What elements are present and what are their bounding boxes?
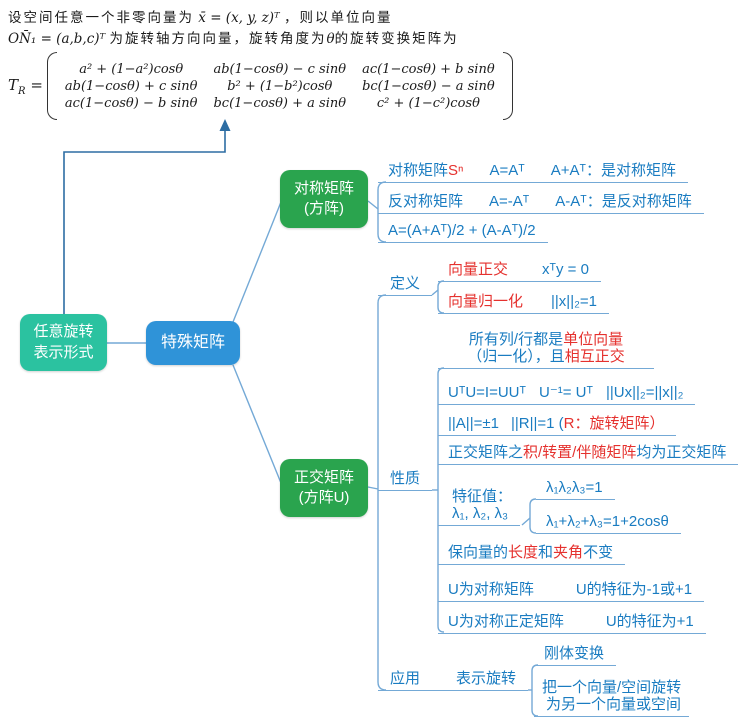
topic-text: 刚体变换: [544, 645, 605, 662]
topic-text: A=(A+Aᵀ)/2 + (A-Aᵀ)/2: [388, 222, 536, 239]
topic-text: 反对称矩阵: [388, 193, 464, 210]
topic-text: 为另一个向量或空间: [546, 696, 682, 713]
topic-rotate-vector-space[interactable]: 把一个向量/空间旋转 为另一个向量或空间: [534, 679, 690, 717]
topic-text: A=-Aᵀ: [489, 193, 530, 210]
topic-text: U的特征为-1或+1: [575, 581, 693, 598]
topic-preserve-length-angle[interactable]: 保向量的长度和夹角不变: [438, 544, 626, 565]
node-orthogonal-matrix[interactable]: 正交矩阵 (方阵U): [280, 459, 368, 517]
topic-rigid-transform[interactable]: 刚体变换: [534, 645, 617, 666]
topic-symmetric-sn[interactable]: 对称矩阵Sⁿ A=Aᵀ A+Aᵀ：是对称矩阵: [378, 162, 689, 183]
topic-text: 向量正交: [448, 261, 509, 278]
matrix-cell: ab(1−cosθ) + c sinθ: [64, 78, 198, 94]
topic-text: A=Aᵀ: [489, 162, 525, 179]
topic-text: λ₁λ₂λ₃=1: [546, 479, 603, 496]
topic-text: ||x||₂=1: [551, 293, 598, 310]
node-symmetric-matrix[interactable]: 对称矩阵 (方阵): [280, 170, 368, 228]
topic-text: λ₁+λ₂+λ₃=1+2cosθ: [546, 513, 669, 530]
right-paren: [502, 52, 513, 120]
topic-eigenvalue-product[interactable]: λ₁λ₂λ₃=1: [536, 479, 615, 500]
node-label: (方阵U): [298, 489, 350, 506]
topic-text: 正交矩阵之积/转置/伴随矩阵均为正交矩阵: [448, 444, 727, 461]
left-paren: [46, 52, 57, 120]
intro-text: ，则以单位向量: [284, 10, 393, 26]
matrix-cell: ac(1−cosθ) + b sinθ: [362, 61, 495, 77]
matrix-cells: a² + (1−a²)cosθ ab(1−cosθ) − c sinθ ac(1…: [57, 60, 503, 113]
topic-text: 特征值：: [452, 488, 513, 505]
topic-vector-normalized[interactable]: 向量归一化 ||x||₂=1: [438, 293, 610, 314]
matrix-cell: ac(1−cosθ) − b sinθ: [64, 95, 198, 111]
topic-vector-orthogonal[interactable]: 向量正交 xᵀy = 0: [438, 261, 601, 282]
node-label: 特殊矩阵: [160, 334, 225, 352]
rotation-matrix-formula: TR = a² + (1−a²)cosθ ab(1−cosθ) − c sinθ…: [8, 52, 513, 120]
matrix-cell: b² + (1−b²)cosθ: [227, 78, 333, 94]
intro-text: 的旋转变换矩阵为: [334, 31, 459, 47]
up-arrow-connector: [63, 129, 226, 314]
topic-utu-identity[interactable]: UᵀU=I=UUᵀ U⁻¹= Uᵀ ||Ux||₂=||x||₂: [438, 384, 696, 405]
matrix-cell: bc(1−cosθ) + a sinθ: [213, 95, 347, 111]
topic-eigenvalues[interactable]: 特征值： λ₁, λ₂, λ₃: [438, 488, 521, 526]
topic-text: A+Aᵀ：是对称矩阵: [550, 162, 677, 179]
intro-line-2: ON̄₁ = (a,b,c)ᵀ 为旋转轴方向向量，旋转角度为θ的旋转变换矩阵为: [8, 27, 459, 47]
topic-text: A-Aᵀ：是反对称矩阵: [555, 193, 692, 210]
topic-application[interactable]: 应用 表示旋转: [378, 670, 529, 691]
intro-text: 设空间任意一个非零向量为: [8, 10, 194, 26]
topic-text: ||A||=±1: [448, 415, 499, 432]
topic-text: U的特征为+1: [605, 613, 694, 630]
topic-text: 所有列/行都是单位向量: [468, 331, 624, 348]
topic-text: λ₁, λ₂, λ₃: [452, 505, 509, 522]
node-label: 正交矩阵: [293, 468, 354, 486]
topic-text: 应用: [390, 670, 421, 687]
topic-text: （归一化），且相互正交: [467, 348, 625, 365]
topic-antisymmetric[interactable]: 反对称矩阵 A=-Aᵀ A-Aᵀ：是反对称矩阵: [378, 193, 704, 214]
matrix-label: TR =: [8, 75, 43, 97]
node-rotation-representation[interactable]: 任意旋转 表示形式: [20, 314, 107, 371]
topic-text: U⁻¹= Uᵀ: [539, 384, 593, 401]
topic-text: 把一个向量/空间旋转: [542, 679, 682, 696]
intro-math-x: x̄ = (x, y, z)ᵀ: [194, 10, 285, 26]
topic-eigenvalue-sum[interactable]: λ₁+λ₂+λ₃=1+2cosθ: [536, 513, 681, 534]
matrix-cell: c² + (1−c²)cosθ: [376, 95, 480, 111]
topic-text: UᵀU=I=UUᵀ: [448, 384, 526, 401]
topic-text: ||Ux||₂=||x||₂: [606, 384, 684, 401]
arrowhead-icon: [219, 119, 231, 131]
topic-text: 向量归一化: [448, 293, 524, 310]
topic-definition[interactable]: 定义: [378, 275, 432, 296]
topic-properties[interactable]: 性质: [378, 470, 432, 491]
topic-product-transpose-adjoint[interactable]: 正交矩阵之积/转置/伴随矩阵均为正交矩阵: [438, 444, 739, 465]
topic-text: 保向量的长度和夹角不变: [448, 544, 614, 561]
matrix-cell: ab(1−cosθ) − c sinθ: [213, 61, 347, 77]
topic-u-symmetric[interactable]: U为对称矩阵 U的特征为-1或+1: [438, 581, 705, 602]
topic-text: 表示旋转: [456, 670, 517, 687]
topic-decomposition[interactable]: A=(A+Aᵀ)/2 + (A-Aᵀ)/2: [378, 222, 548, 243]
node-label: (方阵): [304, 200, 344, 217]
topic-unit-vectors[interactable]: 所有列/行都是单位向量 （归一化），且相互正交: [438, 331, 654, 369]
node-special-matrix[interactable]: 特殊矩阵: [146, 321, 240, 365]
intro-math-on: ON̄₁ = (a,b,c)ᵀ: [8, 31, 110, 47]
node-label: 对称矩阵: [293, 179, 354, 197]
matrix-cell: bc(1−cosθ) − a sinθ: [362, 78, 495, 94]
topic-determinant[interactable]: ||A||=±1 ||R||=1 (R：旋转矩阵）: [438, 415, 677, 436]
node-label: 任意旋转: [33, 323, 94, 341]
intro-text: 为旋转轴方向向量，旋转角度为: [109, 31, 327, 47]
matrix-cell: a² + (1−a²)cosθ: [79, 61, 184, 77]
topic-text: ||R||=1 (R：旋转矩阵）: [510, 415, 665, 432]
topic-text: xᵀy = 0: [542, 261, 589, 278]
node-label: 表示形式: [33, 343, 94, 361]
topic-u-positive-definite[interactable]: U为对称正定矩阵 U的特征为+1: [438, 613, 706, 634]
intro-line-1: 设空间任意一个非零向量为 x̄ = (x, y, z)ᵀ ，则以单位向量: [8, 6, 393, 26]
topic-text: U为对称正定矩阵: [448, 613, 564, 630]
topic-text: U为对称矩阵: [448, 581, 534, 598]
topic-text: 对称矩阵Sⁿ: [388, 162, 464, 179]
intro-math-theta: θ: [326, 31, 335, 47]
